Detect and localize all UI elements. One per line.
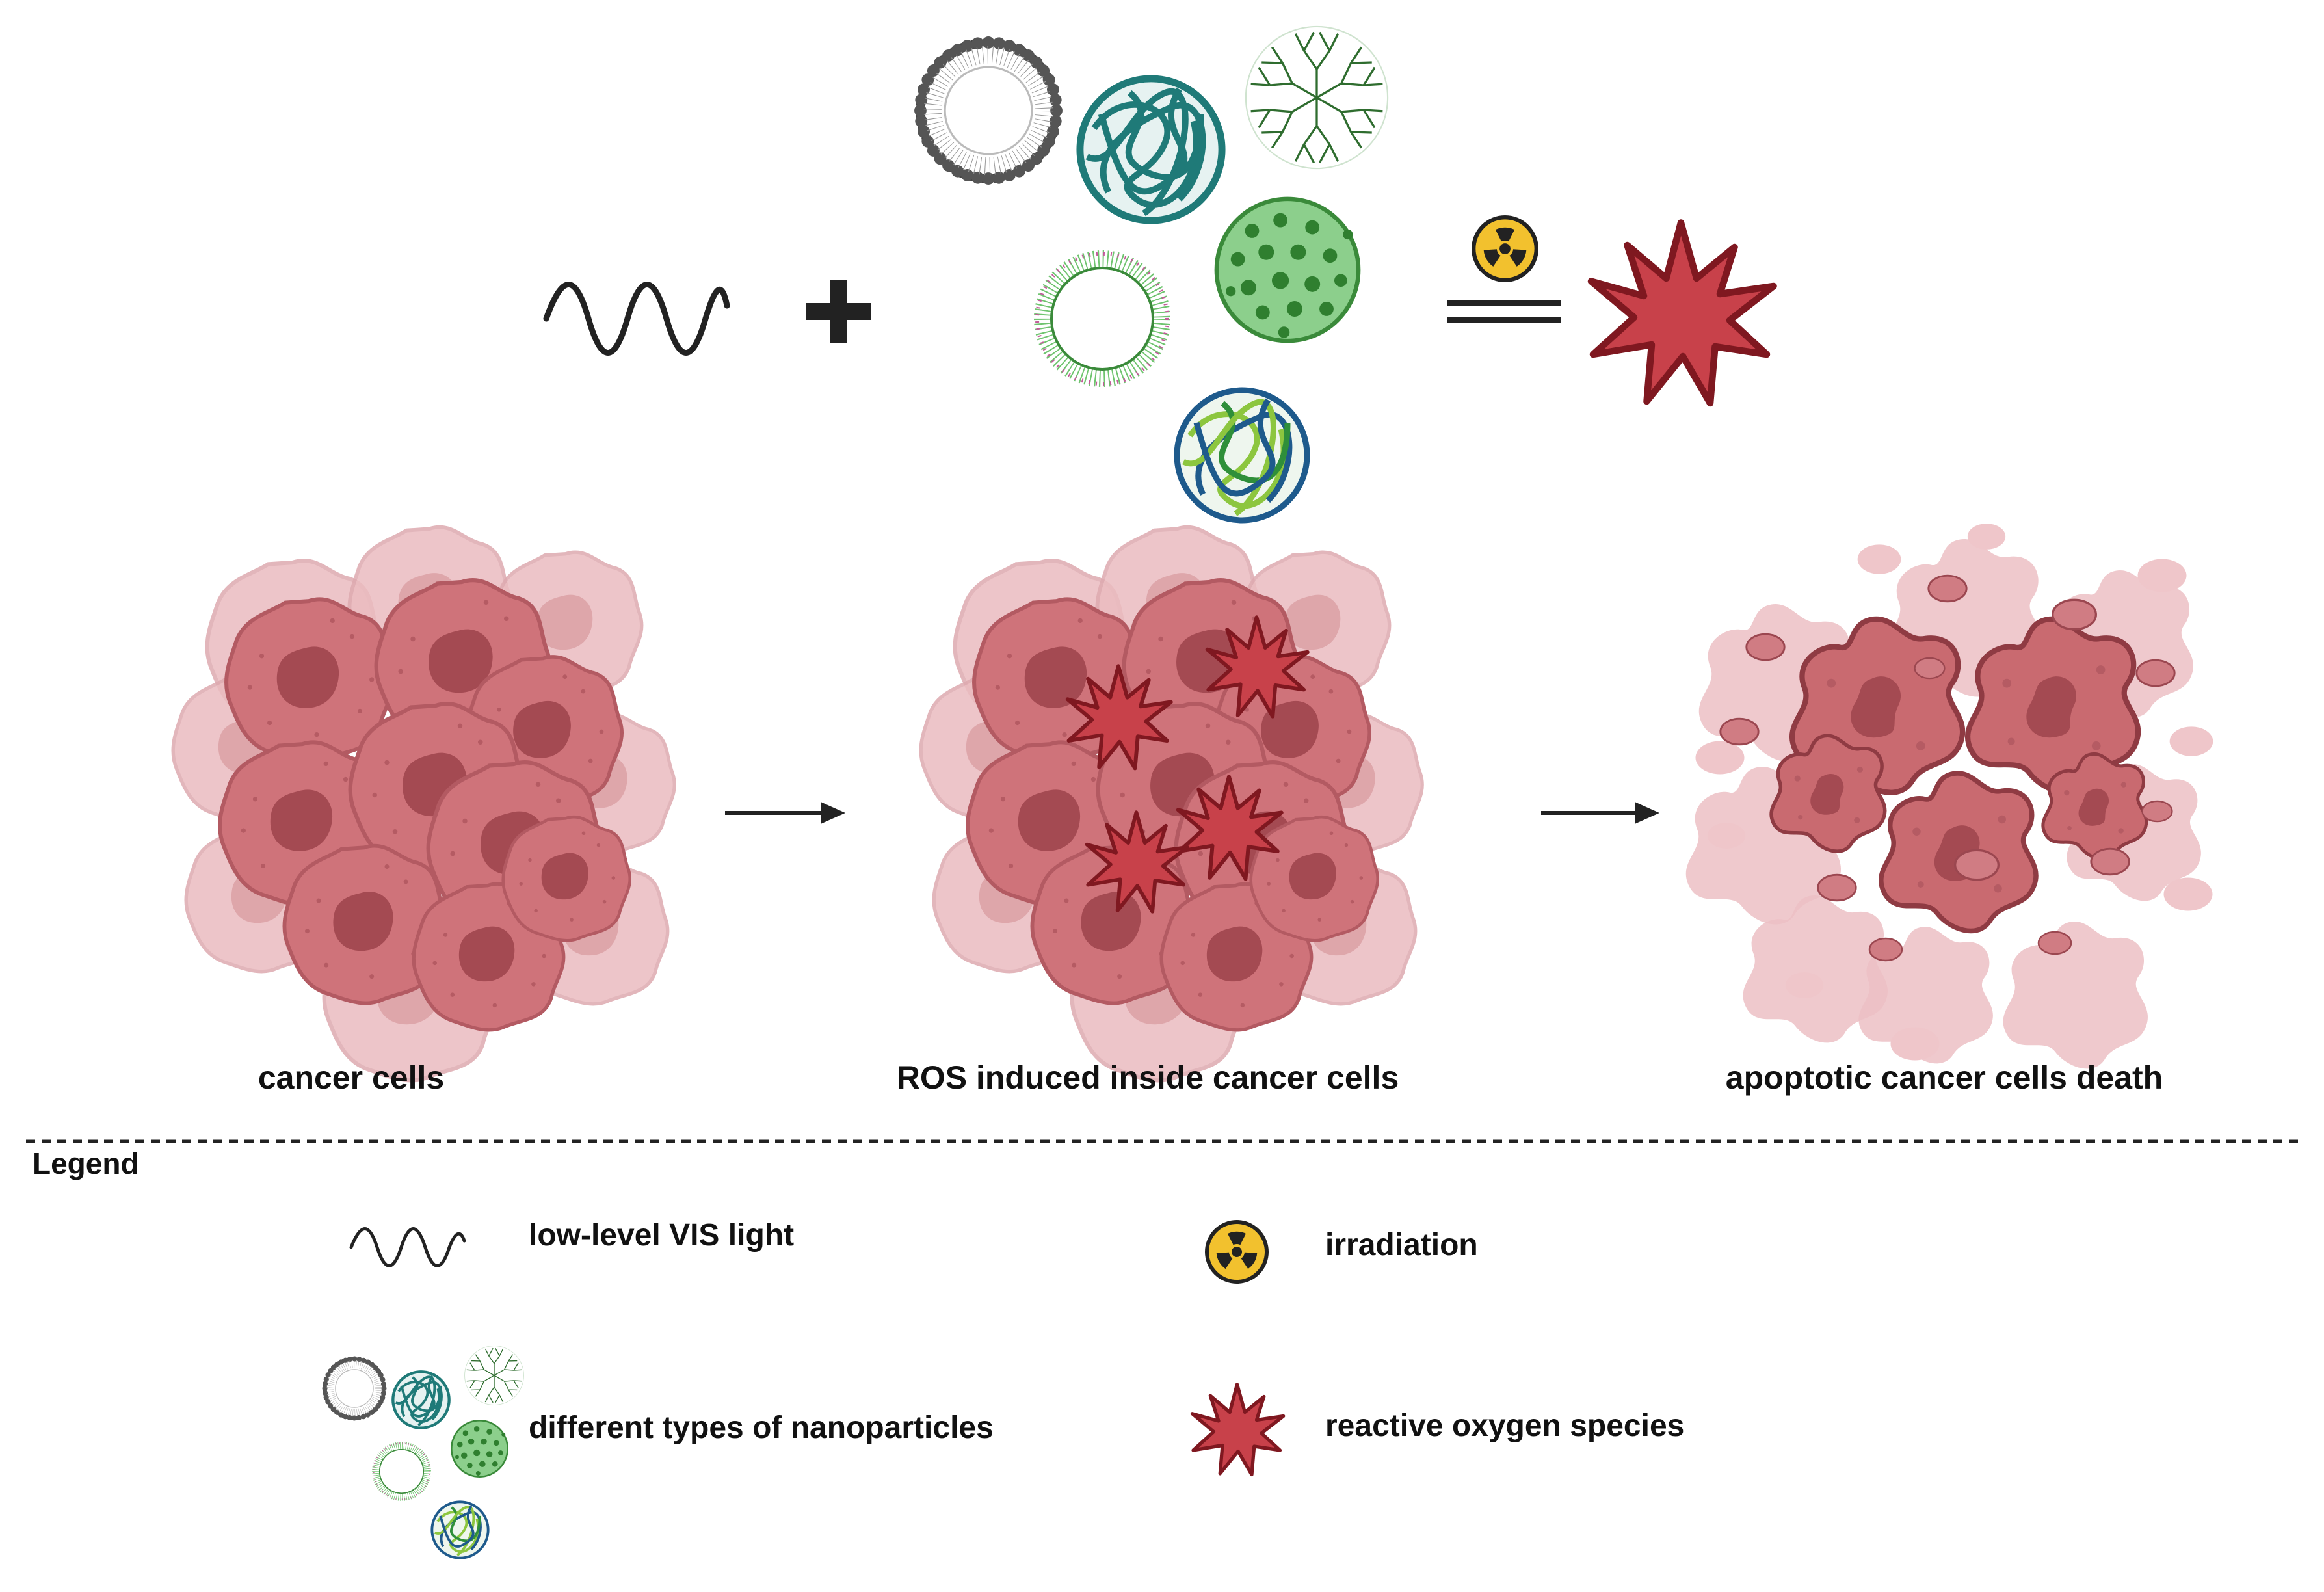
apoptotic-cells-cluster <box>1685 524 2213 1069</box>
arrow-1 <box>725 802 845 824</box>
cancer-cells-cluster <box>173 527 674 1081</box>
wave-icon <box>349 1227 466 1267</box>
ros-star-icon <box>1193 1385 1284 1475</box>
legend-label-irradiation: irradiation <box>1325 1228 1478 1262</box>
legend-label-ros: reactive oxygen species <box>1325 1409 1685 1443</box>
radiation-icon <box>1473 217 1537 280</box>
legend-label-nanoparticles: different types of nanoparticles <box>529 1411 994 1445</box>
wave-icon <box>543 282 730 356</box>
arrow-2 <box>1541 802 1659 824</box>
nanoparticles-icon <box>920 27 1388 520</box>
plus-icon <box>806 280 871 343</box>
legend-label-light: low-level VIS light <box>529 1218 795 1253</box>
stage-label-cancer-cells: cancer cells <box>257 1059 445 1096</box>
radiation-icon <box>1207 1222 1267 1282</box>
stage-label-ros-induced: ROS induced inside cancer cells <box>896 1059 1399 1096</box>
legend-title: Legend <box>33 1147 139 1180</box>
legend-icons <box>325 1222 1284 1559</box>
stage-label-apoptotic: apoptotic cancer cells death <box>1725 1059 2163 1096</box>
equation-row <box>543 27 1774 520</box>
nanoparticles-icon <box>325 1346 524 1559</box>
equals-icon <box>1447 300 1561 323</box>
ros-star-icon <box>1591 223 1774 404</box>
ros-cells-cluster <box>921 527 1422 1081</box>
